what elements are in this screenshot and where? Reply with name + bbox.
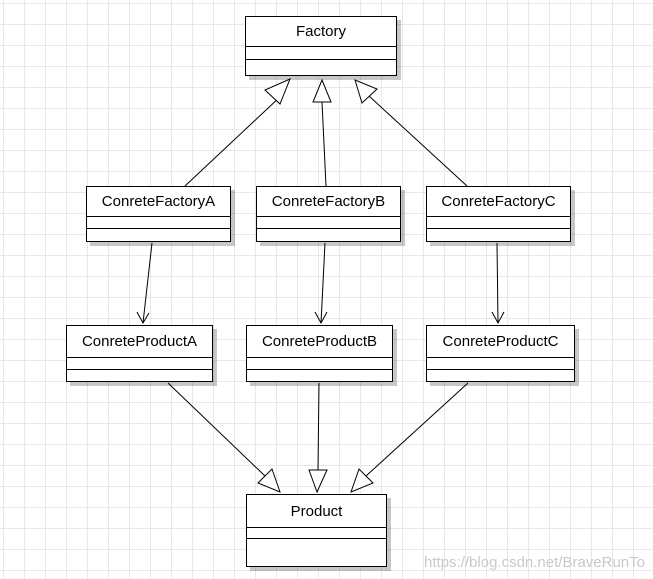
class-attributes [257,217,400,229]
generalization-line-factory-b [321,101,327,187]
generalization-arrowhead-factory-b [312,78,332,103]
class-attributes [87,217,230,229]
class-name: Factory [246,17,396,47]
class-name: ConreteFactoryA [87,187,230,217]
class-attributes [427,217,570,229]
generalization-line-product-c [365,382,469,477]
class-operations [427,229,570,241]
class-concrete-factory-b[interactable]: ConreteFactoryB [256,186,401,242]
class-name: Product [247,495,386,528]
generalization-arrowhead-product-b [308,469,328,494]
generalization-line-factory-a [184,94,283,187]
association-arrowhead-c [491,311,505,325]
class-operations [87,229,230,241]
class-operations [257,229,400,241]
class-name: ConreteFactoryB [257,187,400,217]
generalization-arrowhead-product-c [350,468,374,493]
class-operations [67,370,212,381]
watermark-text: https://blog.csdn.net/BraveRunTo [424,554,645,571]
class-attributes [427,358,574,370]
class-name: ConreteProductA [67,326,212,358]
association-line-b [320,242,326,324]
class-attributes [246,47,396,60]
class-name: ConreteFactoryC [427,187,570,217]
class-name: ConreteProductC [427,326,574,358]
class-operations [427,370,574,381]
generalization-line-factory-c [368,95,468,187]
association-line-c [496,242,499,324]
class-factory[interactable]: Factory [245,16,397,76]
class-concrete-factory-c[interactable]: ConreteFactoryC [426,186,571,242]
class-operations [246,60,396,75]
association-arrowhead-a [136,311,150,325]
class-product[interactable]: Product [246,494,387,567]
association-line-a [142,242,153,324]
generalization-line-product-b [317,382,320,471]
class-concrete-factory-a[interactable]: ConreteFactoryA [86,186,231,242]
class-attributes [247,358,392,370]
class-concrete-product-b[interactable]: ConreteProductB [246,325,393,382]
generalization-arrowhead-factory-c [354,79,378,104]
class-concrete-product-a[interactable]: ConreteProductA [66,325,213,382]
association-arrowhead-b [314,311,328,325]
class-operations [247,539,386,566]
generalization-arrowhead-factory-a [264,78,291,105]
generalization-arrowhead-product-a [257,468,281,493]
class-attributes [247,528,386,539]
class-concrete-product-c[interactable]: ConreteProductC [426,325,575,382]
class-name: ConreteProductB [247,326,392,358]
generalization-line-product-a [167,382,266,477]
class-attributes [67,358,212,370]
class-operations [247,370,392,381]
